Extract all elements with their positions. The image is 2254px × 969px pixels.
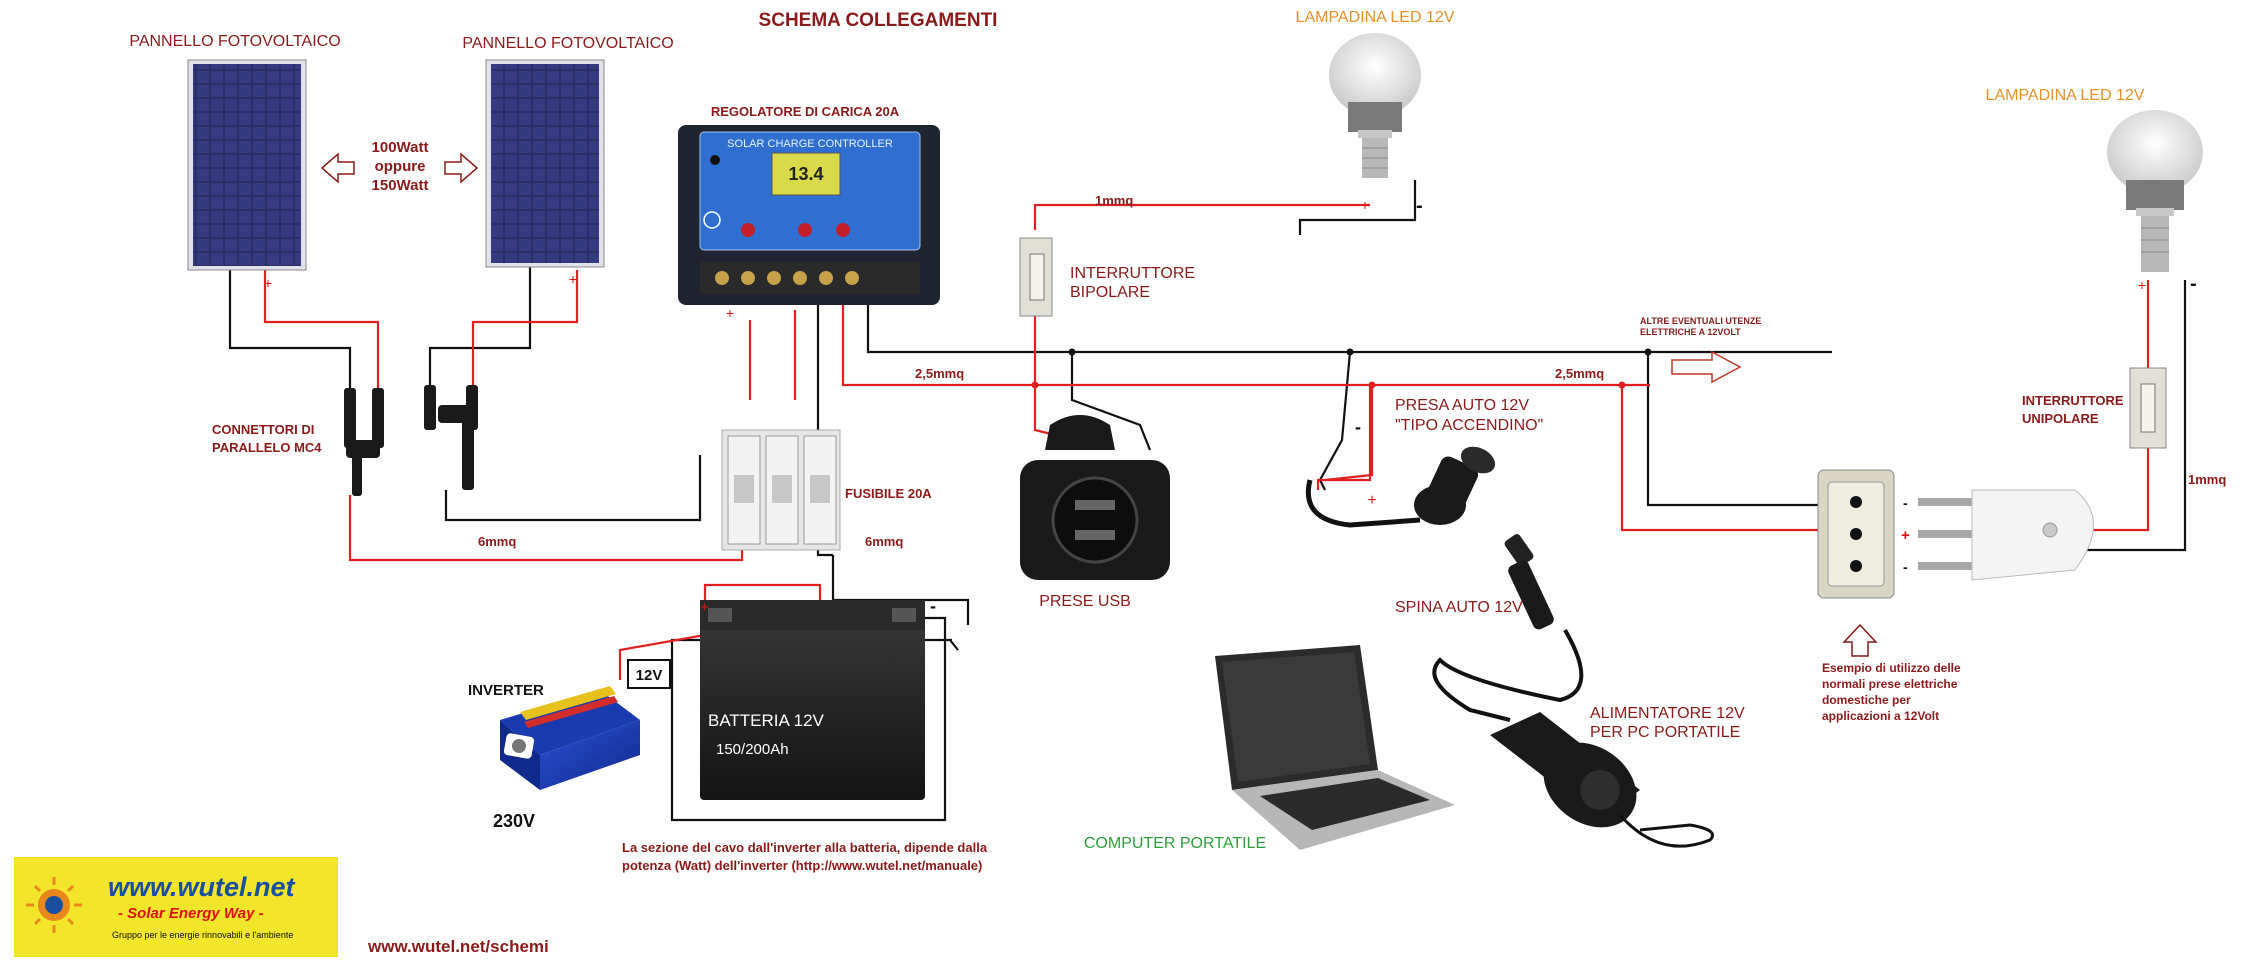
fuse-block (721, 429, 841, 551)
car-socket-line1: PRESA AUTO 12V (1395, 397, 1529, 414)
fuses-label: FUSIBILE 20A (845, 486, 932, 501)
lamp-left-minus: - (1416, 195, 1423, 217)
solar-panel-right (485, 59, 605, 268)
wire-section-battery: 6mmq (865, 534, 903, 549)
laptop-label: COMPUTER PORTATILE (1084, 835, 1266, 852)
lamp-right-minus: - (2190, 273, 2197, 295)
car-socket-plus: + (1367, 492, 1376, 509)
wire-section-lamp: 1mmq (1095, 193, 1133, 208)
inverter-note-line1: La sezione del cavo dall'inverter alla b… (622, 840, 988, 855)
wire-junctions (1068, 348, 1652, 356)
bipolar-switch (1019, 237, 1053, 317)
other-loads-line1: ALTRE EVENTUALI UTENZE (1640, 316, 1761, 326)
unipolar-switch-line2: UNIPOLARE (2022, 411, 2099, 426)
outlet-plus: + (1901, 527, 1910, 544)
panel-left-plus: + (264, 275, 272, 291)
connectors-label-line1: CONNETTORI DI (212, 422, 314, 437)
car-plug (1432, 534, 1584, 722)
unipolar-switch (2129, 367, 2167, 449)
diagram-title: SCHEMA COLLEGAMENTI (759, 10, 998, 31)
footer-url[interactable]: www.wutel.net/schemi (367, 937, 549, 956)
domestic-outlet (1817, 469, 1895, 599)
lamp-right-label: LAMPADINA LED 12V (1986, 87, 2145, 104)
bipolar-switch-line2: BIPOLARE (1070, 284, 1150, 301)
lamp-left-plus: + (1361, 197, 1369, 213)
car-socket (1305, 446, 1496, 528)
sun-icon (26, 877, 82, 933)
panel-right-label: PANNELLO FOTOVOLTAICO (462, 35, 673, 52)
other-loads-line2: ELETTRICHE A 12VOLT (1640, 327, 1741, 337)
arrow-left-icon (320, 152, 355, 184)
panel-right-plus: + (569, 271, 577, 287)
logo-subtitle: Gruppo per le energie rinnovabili e l'am… (112, 930, 293, 940)
wire-junctions-red (1031, 381, 1626, 389)
battery-plus: + (700, 599, 709, 616)
controller-label: REGOLATORE DI CARICA 20A (711, 104, 900, 119)
adapter-line1: ALIMENTATORE 12V (1590, 705, 1745, 722)
wire-section-right: 1mmq (2188, 472, 2226, 487)
controller-display: 13.4 (788, 164, 823, 184)
wire-section-main-right: 2,5mmq (1555, 366, 1604, 381)
charge-controller: SOLAR CHARGE CONTROLLER 13.4 (678, 125, 940, 305)
lamp-left-label: LAMPADINA LED 12V (1296, 9, 1455, 26)
outlet-note-line2: normali prese elettriche (1822, 677, 1958, 691)
panel-power-line1: 100Watt (372, 139, 429, 156)
wires-positive (263, 203, 2150, 680)
lamp-right-icon (2107, 110, 2203, 272)
inverter-label: INVERTER (468, 682, 544, 699)
inverter-ac-label: 230V (493, 811, 535, 831)
solar-panel-left (187, 59, 307, 271)
panel-power-line3: 150Watt (372, 177, 429, 194)
controller-faceplate: SOLAR CHARGE CONTROLLER (727, 138, 893, 150)
inverter-dc-label: 12V (636, 667, 663, 684)
outlet-minus-bottom: - (1903, 559, 1908, 575)
connectors-label-line2: PARALLELO MC4 (212, 440, 322, 455)
domestic-plug (1918, 489, 2094, 581)
usb-label: PRESE USB (1039, 593, 1131, 610)
car-plug-label: SPINA AUTO 12V (1395, 599, 1523, 616)
wutel-logo (14, 857, 338, 957)
inverter (500, 686, 640, 790)
logo-tagline: - Solar Energy Way - (118, 905, 264, 922)
controller-plus: + (726, 305, 734, 321)
battery (700, 600, 925, 800)
lamp-right-plus: + (2138, 277, 2146, 293)
lamp-left-icon (1329, 33, 1421, 178)
wire-section-panels: 6mmq (478, 534, 516, 549)
bipolar-switch-line1: INTERRUTTORE (1070, 265, 1195, 282)
outlet-note-line1: Esempio di utilizzo delle (1822, 661, 1961, 675)
outlet-note-line3: domestiche per (1822, 693, 1911, 707)
outlet-note-line4: applicazioni a 12Volt (1822, 709, 1939, 723)
arrow-right-icon (444, 152, 479, 184)
laptop (1215, 645, 1455, 850)
adapter-line2: PER PC PORTATILE (1590, 724, 1740, 741)
other-loads-arrow-icon (1671, 350, 1742, 384)
logo-site: www.wutel.net (108, 872, 296, 902)
pc-adapter (1490, 712, 1714, 848)
panel-power-line2: oppure (375, 158, 426, 175)
battery-label-line2: 150/200Ah (716, 741, 789, 758)
car-socket-minus: - (1355, 417, 1361, 437)
outlet-up-arrow-icon (1842, 623, 1878, 657)
wire-section-main-left: 2,5mmq (915, 366, 964, 381)
car-socket-line2: "TIPO ACCENDINO" (1395, 417, 1543, 434)
panel-left-label: PANNELLO FOTOVOLTAICO (129, 33, 340, 50)
usb-socket (1020, 415, 1170, 580)
mc4-connectors (344, 385, 478, 496)
battery-minus: - (930, 596, 936, 616)
battery-label-line1: BATTERIA 12V (708, 711, 825, 730)
inverter-note-line2: potenza (Watt) dell'inverter (http://www… (622, 858, 982, 873)
unipolar-switch-line1: INTERRUTTORE (2022, 393, 2124, 408)
outlet-minus-top: - (1903, 495, 1908, 511)
